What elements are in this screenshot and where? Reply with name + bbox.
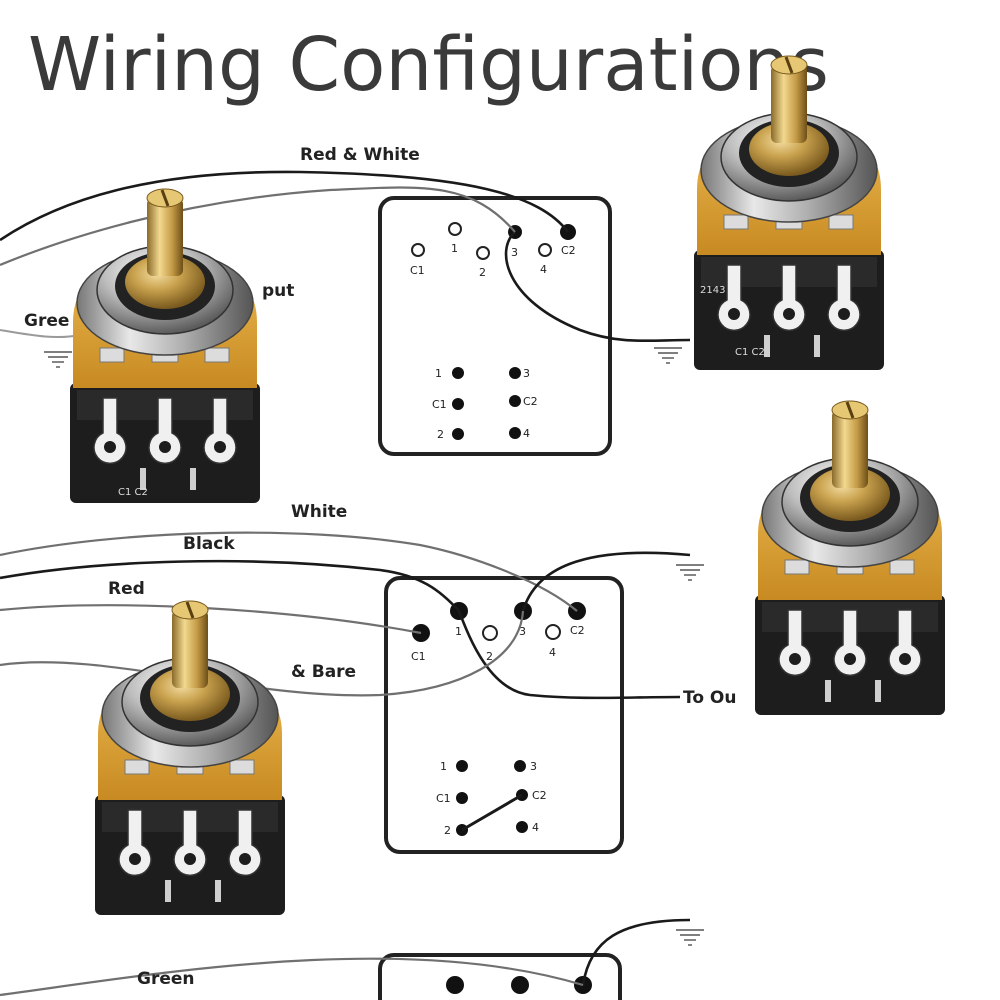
- wire-red-white: [0, 170, 570, 242]
- pin-label-c2: C2: [561, 244, 576, 257]
- svg-text:1: 1: [440, 760, 447, 773]
- svg-text:C2: C2: [523, 395, 538, 408]
- label-to-output: To Ou: [683, 688, 737, 708]
- switch-diagram-middle: C1 1 2 3 4 C2 1 3 C1 C2 2 4: [384, 576, 624, 854]
- svg-text:C1: C1: [432, 398, 447, 411]
- switch-diagram-top: C1 1 2 3 4 C2 1 3 C1 C2 2 4: [378, 196, 612, 456]
- svg-text:3: 3: [519, 625, 526, 638]
- wire-3-to-ground-mid: [521, 551, 691, 612]
- svg-text:C2: C2: [570, 624, 585, 637]
- label-white: White: [291, 502, 347, 522]
- svg-text:1: 1: [455, 625, 462, 638]
- label-red: Red: [108, 579, 145, 599]
- label-green-bottom: Green: [137, 969, 195, 989]
- label-red-white: Red & White: [300, 145, 420, 165]
- wire-bare: [0, 610, 525, 697]
- svg-text:C1: C1: [436, 792, 451, 805]
- svg-text:2: 2: [486, 650, 493, 663]
- potentiometer-middle-right: [753, 399, 947, 717]
- potentiometer-bottom-left: [93, 599, 287, 917]
- potentiometer-top-left: C1 C2: [68, 187, 262, 505]
- wire-red: [0, 604, 422, 635]
- wire-white: [0, 531, 578, 612]
- pin-label-1: 1: [451, 242, 458, 255]
- wire-black: [0, 559, 460, 612]
- page-title: Wiring Configurations: [28, 22, 829, 108]
- svg-text:2: 2: [444, 824, 451, 837]
- svg-text:C1 C2: C1 C2: [118, 487, 148, 498]
- wire-to-output: [457, 610, 681, 700]
- svg-text:2: 2: [437, 428, 444, 441]
- switch-diagram-bottom: [378, 953, 622, 1000]
- wire-green-top: [0, 329, 81, 339]
- label-black: Black: [183, 534, 235, 554]
- svg-text:4: 4: [549, 646, 556, 659]
- wire-grey-top: [0, 186, 516, 267]
- svg-text:3: 3: [530, 760, 537, 773]
- pin-label-2: 2: [479, 266, 486, 279]
- label-output-top: put: [262, 281, 294, 301]
- pin-label-3: 3: [511, 246, 518, 259]
- svg-text:2143: 2143: [700, 285, 725, 296]
- label-bare: & Bare: [291, 662, 356, 682]
- svg-text:3: 3: [523, 367, 530, 380]
- label-green-top: Gree: [24, 311, 69, 331]
- pin-label-c1: C1: [410, 264, 425, 277]
- svg-text:C1 C2: C1 C2: [735, 347, 765, 358]
- wire-3-to-ground: [504, 231, 691, 343]
- svg-text:4: 4: [523, 427, 530, 440]
- svg-text:4: 4: [532, 821, 539, 834]
- pin-label-4: 4: [540, 263, 547, 276]
- potentiometer-top-right: C1 C2 2143: [692, 54, 886, 372]
- svg-text:C2: C2: [532, 789, 547, 802]
- svg-text:C1: C1: [411, 650, 426, 663]
- svg-text:1: 1: [435, 367, 442, 380]
